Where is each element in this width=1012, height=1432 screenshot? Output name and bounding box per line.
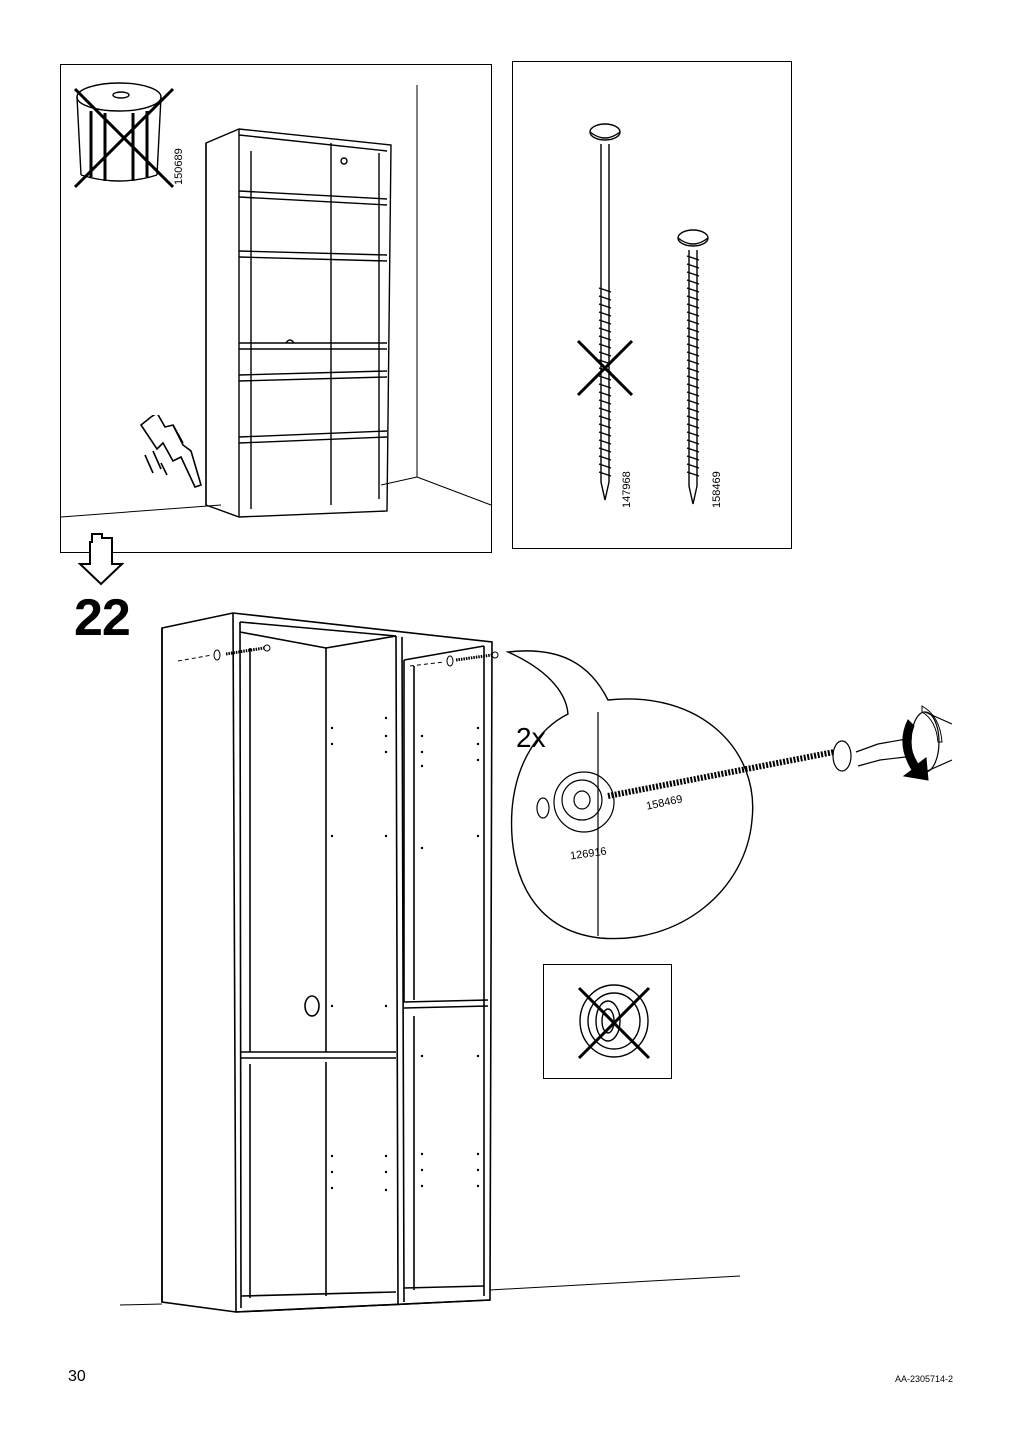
- page-number: 30: [68, 1368, 86, 1385]
- document-code: AA-2305714-2: [895, 1374, 954, 1384]
- detail-callout: [505, 650, 754, 940]
- step-number: 22: [74, 589, 131, 647]
- tall-cabinet: [161, 612, 493, 1313]
- correct-screw: [677, 229, 709, 505]
- top-right-panel: 147968 158469: [512, 61, 792, 549]
- shelf-peg-holes: [330, 716, 480, 1192]
- wrong-washer-panel: [543, 964, 672, 1079]
- top-left-panel: 150689: [60, 64, 492, 553]
- wall-context-illustration: [60, 82, 492, 518]
- cross-icon: [576, 985, 652, 1066]
- bookcase-small: [205, 128, 392, 518]
- quantity-label: 2x: [516, 722, 546, 753]
- rotate-arrow-icon: [898, 700, 948, 789]
- cross-icon: [71, 85, 177, 196]
- wall-plug-crossed: [76, 82, 162, 182]
- screw-comparison: [589, 123, 709, 505]
- down-arrow-icon: [76, 530, 126, 593]
- top-screws: [177, 644, 499, 667]
- cross-icon: [575, 338, 635, 403]
- hand-pointing-icon: [137, 411, 203, 504]
